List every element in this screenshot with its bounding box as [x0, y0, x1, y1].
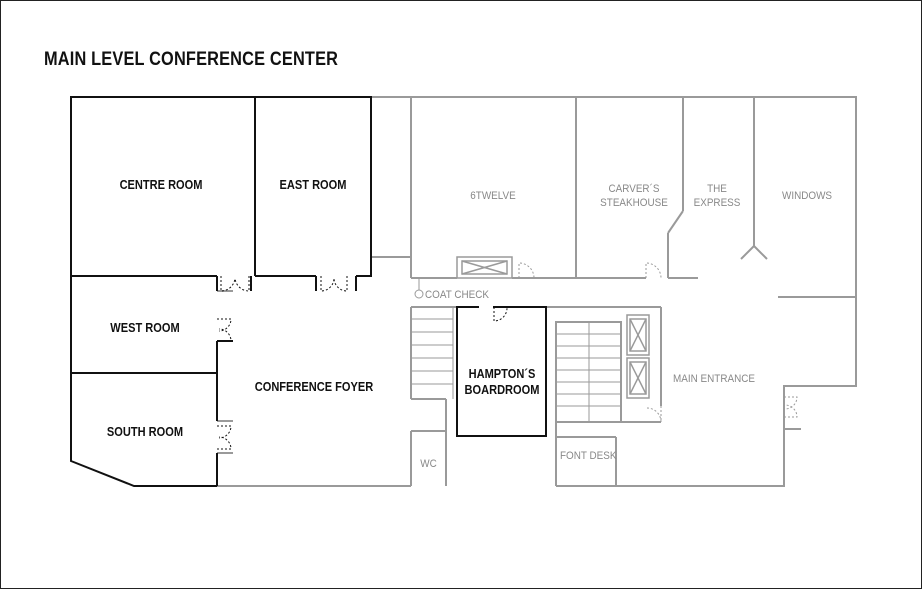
express-label-line1: THE: [707, 183, 727, 195]
wc-label: WC: [420, 458, 437, 470]
carvers-label-line1: CARVER´S: [608, 183, 660, 195]
main-entrance-label: MAIN ENTRANCE: [673, 373, 755, 385]
conference-foyer-label: CONFERENCE FOYER: [254, 379, 374, 394]
left-stair: [411, 307, 454, 399]
dark-walls: [70, 96, 547, 487]
carvers-label-line2: STEAKHOUSE: [600, 197, 668, 209]
east-room-label: EAST ROOM: [279, 177, 347, 192]
south-room-label: SOUTH ROOM: [106, 424, 184, 439]
outer-wall-left: [70, 96, 372, 487]
main-stair: [556, 322, 621, 422]
outer-wall-right: [371, 96, 857, 487]
centre-room-label: CENTRE ROOM: [119, 177, 203, 192]
light-walls: [217, 96, 857, 487]
sixtwelve-label: 6TWELVE: [470, 190, 516, 202]
coat-check-label: COAT CHECK: [425, 289, 489, 301]
page-title: MAIN LEVEL CONFERENCE CENTER: [44, 49, 339, 70]
hamptons-label-line2: BOARDROOM: [464, 382, 540, 397]
coat-check-marker: [414, 278, 424, 299]
hamptons-label-line1: HAMPTON´S: [468, 366, 536, 381]
windows-label: WINDOWS: [781, 190, 833, 202]
elevators: [456, 256, 650, 399]
express-label-line2: EXPRESS: [693, 197, 741, 209]
west-room-label: WEST ROOM: [110, 320, 180, 335]
light-doors: [518, 262, 798, 423]
dark-door-jambs: [217, 276, 357, 342]
font-desk-label: FONT DESK: [560, 450, 617, 462]
